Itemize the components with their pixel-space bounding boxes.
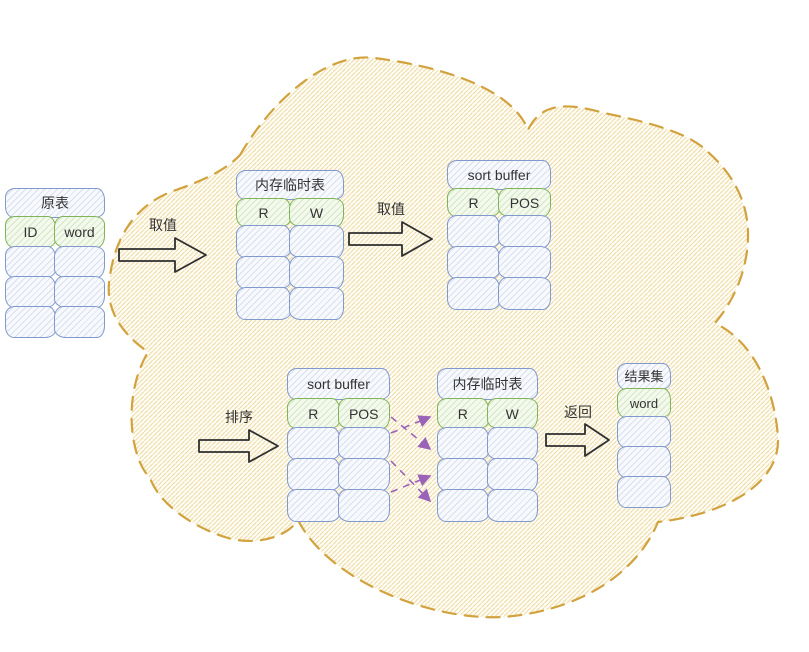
column-header: POS bbox=[498, 188, 551, 217]
table-cell-empty bbox=[486, 458, 538, 491]
table-title: 结果集 bbox=[617, 363, 671, 390]
dashed-mapping-arrow bbox=[390, 415, 432, 434]
column-header: POS bbox=[337, 398, 390, 429]
table-cell-empty bbox=[289, 256, 344, 289]
column-header: R bbox=[236, 198, 291, 227]
flow-return: 返回 bbox=[545, 404, 611, 458]
table-cell-empty bbox=[287, 427, 340, 460]
table-cell-empty bbox=[337, 427, 390, 460]
table-title: 原表 bbox=[5, 188, 105, 218]
cloud-outline bbox=[107, 56, 780, 619]
column-header: R bbox=[437, 398, 489, 429]
table-cell-empty bbox=[236, 225, 291, 258]
table-title: sort buffer bbox=[447, 160, 551, 190]
table-cell-empty bbox=[289, 287, 344, 320]
table-memory-temp-1: 内存临时表 R W bbox=[236, 170, 344, 320]
table-cell-empty bbox=[337, 489, 390, 522]
table-cell-empty bbox=[287, 489, 340, 522]
table-cell-empty bbox=[498, 215, 551, 248]
table-cell-empty bbox=[54, 306, 105, 338]
table-cell-empty bbox=[437, 489, 489, 522]
table-title: 内存临时表 bbox=[437, 368, 538, 400]
flow-fetch-2: 取值 bbox=[348, 201, 434, 259]
column-header: word bbox=[54, 216, 105, 248]
table-cell-empty bbox=[287, 458, 340, 491]
flow-arrow-label: 返回 bbox=[564, 404, 592, 420]
table-cell-empty bbox=[498, 246, 551, 279]
table-cell-empty bbox=[447, 277, 500, 310]
column-header: ID bbox=[5, 216, 56, 248]
table-cell-empty bbox=[447, 215, 500, 248]
table-cell-empty bbox=[447, 246, 500, 279]
flow-fetch-1: 取值 bbox=[118, 217, 208, 275]
table-cell-empty bbox=[437, 458, 489, 491]
column-header: R bbox=[287, 398, 340, 429]
table-cell-empty bbox=[498, 277, 551, 310]
table-original: 原表 ID word bbox=[5, 188, 105, 338]
table-cell-empty bbox=[617, 446, 671, 478]
table-cell-empty bbox=[5, 306, 56, 338]
table-cell-empty bbox=[617, 476, 671, 508]
table-sort-buffer-2: sort buffer R POS bbox=[287, 368, 390, 522]
table-title: 内存临时表 bbox=[236, 170, 344, 200]
table-cell-empty bbox=[289, 225, 344, 258]
flow-arrow-label: 排序 bbox=[225, 409, 253, 425]
arrow-right-icon bbox=[118, 237, 207, 273]
column-header: R bbox=[447, 188, 500, 217]
table-cell-empty bbox=[236, 287, 291, 320]
table-cell-empty bbox=[486, 427, 538, 460]
table-cell-empty bbox=[54, 246, 105, 278]
table-cell-empty bbox=[437, 427, 489, 460]
flow-sort: 排序 bbox=[198, 409, 280, 465]
dashed-mapping-arrow bbox=[390, 460, 432, 503]
arrow-right-icon bbox=[545, 423, 610, 457]
table-cell-empty bbox=[54, 276, 105, 308]
table-cell-empty bbox=[236, 256, 291, 289]
table-title: sort buffer bbox=[287, 368, 390, 400]
table-result-set: 结果集 word bbox=[617, 363, 671, 508]
dashed-mapping-arrow bbox=[390, 474, 432, 493]
table-memory-temp-2: 内存临时表 R W bbox=[437, 368, 538, 522]
table-cell-empty bbox=[617, 416, 671, 448]
table-cell-empty bbox=[337, 458, 390, 491]
table-sort-buffer-1: sort buffer R POS bbox=[447, 160, 551, 310]
flow-arrow-label: 取值 bbox=[149, 217, 177, 233]
column-header: word bbox=[617, 388, 671, 418]
flow-arrow-label: 取值 bbox=[377, 201, 405, 217]
table-cell-empty bbox=[5, 246, 56, 278]
dashed-mapping-arrow bbox=[390, 416, 432, 451]
table-cell-empty bbox=[5, 276, 56, 308]
table-cell-empty bbox=[486, 489, 538, 522]
arrow-right-icon bbox=[348, 221, 433, 257]
column-header: W bbox=[486, 398, 538, 429]
column-header: W bbox=[289, 198, 344, 227]
arrow-right-icon bbox=[198, 429, 279, 463]
